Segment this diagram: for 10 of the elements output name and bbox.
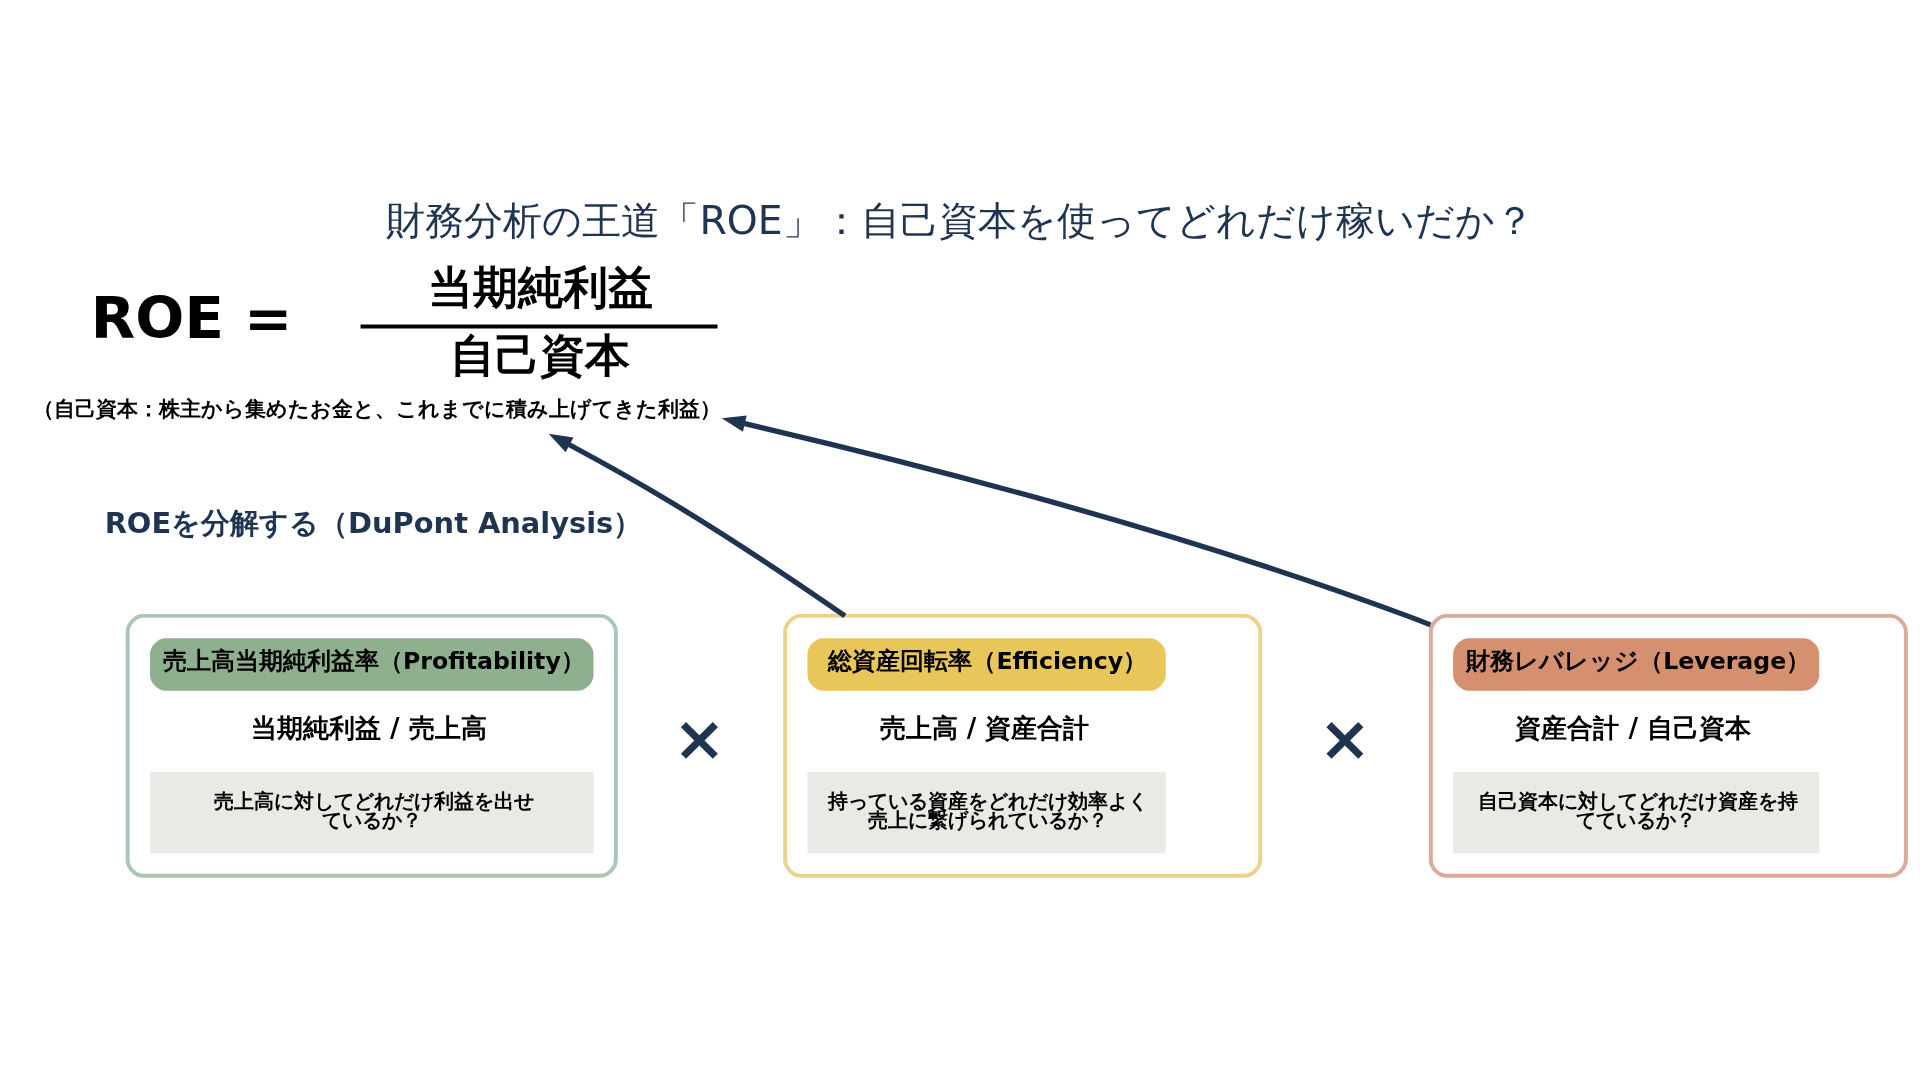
node-box: 財務レバレッジ（Leverage） 資産合計 / 自己資本 自己資本に対してどれだけ資産を持てているか？ (1428, 613, 1908, 878)
label: ROEを分解する（DuPont Analysis） (104, 505, 643, 540)
arrow (721, 415, 1432, 627)
label: × (1318, 701, 1372, 775)
arrow (548, 433, 847, 618)
diagram-title: 財務分析の王道「ROE」：自己資本を使ってどれだけ稼いだか？ (386, 196, 1534, 243)
node-box: 売上高当期純利益率（Profitability） 当期純利益 / 売上高 売上高に対してどれだけ利益を出せているか？ (125, 613, 618, 878)
label: × (672, 701, 726, 775)
node-text: ROE = 当期純利益 自己資本 （自己資本：株主から集めたお金と、これまでに積み上げてきた利益） (33, 261, 722, 421)
node-box: 総資産回転率（Efficiency） 売上高 / 資産合計 持っている資産をどれだけ効率よく売上に繋げられているか？ (783, 613, 1263, 878)
